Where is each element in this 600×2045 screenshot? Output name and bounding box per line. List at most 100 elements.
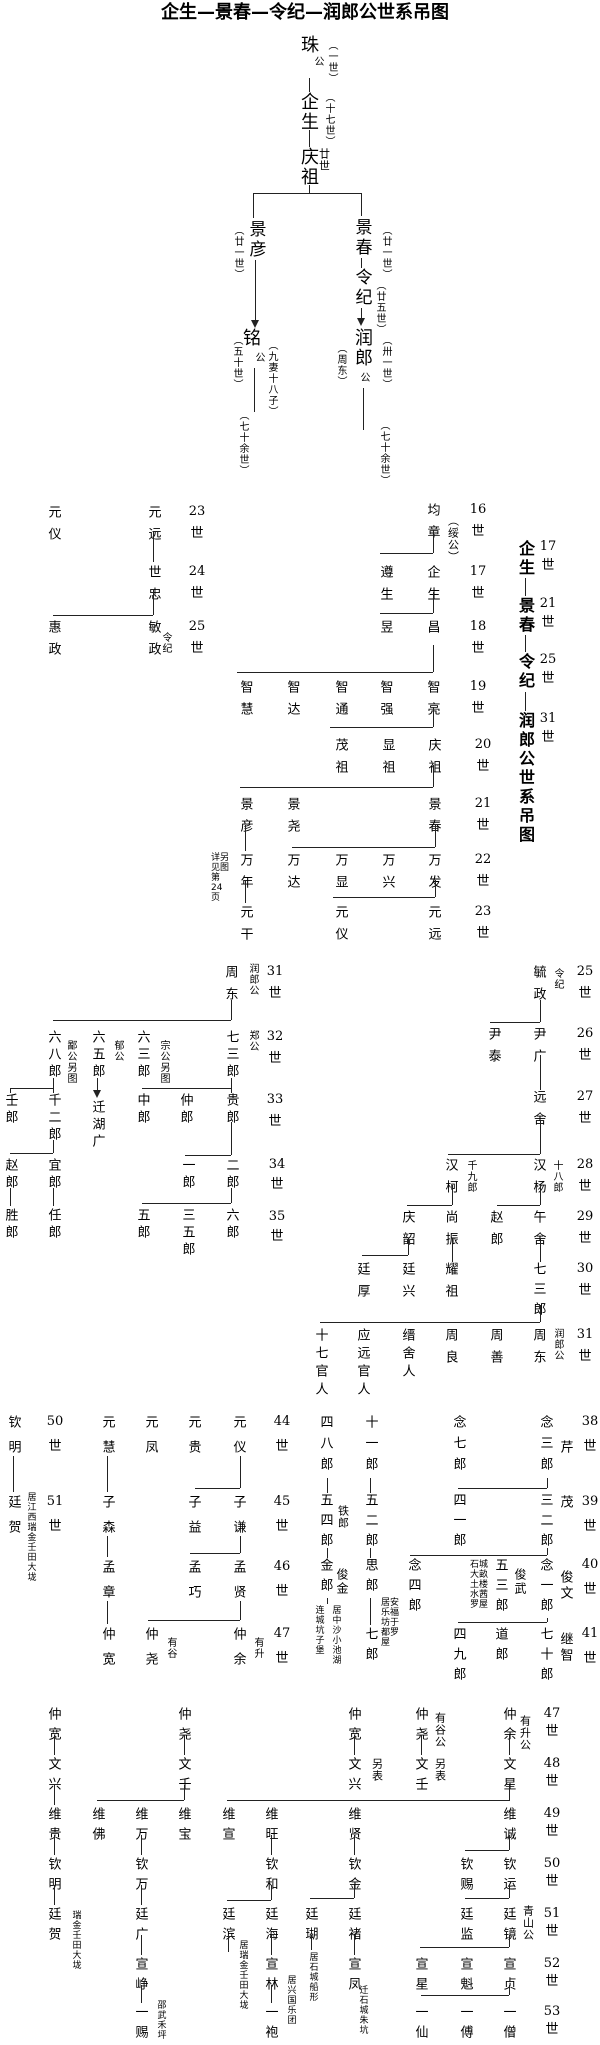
connector-line [190, 1553, 240, 1554]
title-column: 润郎公世系吊图 [516, 712, 535, 845]
person-node: 铭 [240, 328, 261, 348]
generation-suffix: 世 [578, 986, 592, 1001]
person-node: 智亮 [424, 680, 440, 724]
connector-line [141, 1985, 142, 2003]
person-node: 宣凤 [345, 1957, 361, 1997]
annotation: 廿世 [317, 148, 331, 172]
generation-suffix: 世 [471, 641, 485, 656]
person-node: 廷褚 [345, 1907, 361, 1947]
person-node: 智通 [332, 680, 348, 724]
person-node: 文兴 [345, 1757, 361, 1797]
generation-suffix: 世 [190, 641, 204, 656]
connector-line [185, 1155, 231, 1156]
person-node: 二郎 [223, 1158, 239, 1192]
generation-number: 26 [576, 1026, 594, 1041]
person-node: 俊文 [557, 1570, 573, 1602]
connector-line [54, 1885, 55, 1905]
connector-line [540, 1000, 541, 1022]
connector-line [153, 532, 154, 562]
connector-line [452, 1238, 453, 1262]
connector-line [309, 78, 310, 92]
person-node: 中郎 [134, 1093, 150, 1127]
person-node: 景彦 [245, 220, 266, 260]
generation-suffix: 世 [545, 1724, 559, 1739]
connector-line [452, 1185, 453, 1205]
person-node: 文星 [500, 1757, 516, 1797]
generation-number: 46 [273, 1559, 291, 1574]
generation-number: 31 [266, 964, 284, 979]
person-node: 尹泰 [485, 1027, 501, 1071]
generation-number: 47 [273, 1626, 291, 1641]
connector-line [245, 880, 246, 903]
generation-suffix: 世 [275, 1651, 289, 1666]
connector-line [354, 1885, 355, 1898]
generation-number: 30 [576, 1261, 594, 1276]
person-node: 周善 [487, 1328, 503, 1372]
generation-number: 48 [543, 1756, 561, 1771]
connector-line [547, 1618, 548, 1622]
person-node: 孟贤 [230, 1560, 246, 1610]
person-node: 念七郎 [450, 1415, 466, 1478]
annotation: 令纪 [160, 632, 171, 654]
person-node: 远舍 [530, 1090, 546, 1134]
connector-line [354, 1735, 355, 1755]
connector-line [237, 672, 433, 673]
annotation: （绥公） [446, 515, 460, 563]
connector-line [10, 1088, 11, 1093]
annotation: 铁郎 [336, 1505, 350, 1529]
connector-line [407, 1205, 452, 1206]
connector-line [271, 1985, 272, 2003]
connector-line [292, 847, 435, 848]
annotation-line: 居安 [381, 1598, 400, 1608]
connector-line [509, 1835, 510, 1850]
generation-number: 23 [188, 504, 206, 519]
person-node: 景尧 [284, 797, 300, 841]
connector-line [509, 1985, 510, 1995]
connector-line [370, 1548, 371, 1558]
annotation: 俊金 [335, 1568, 349, 1596]
annotation: 润郎公 [247, 963, 258, 996]
person-node: 钦和 [262, 1857, 278, 1897]
annotation: 居瑞金壬田大垅 [237, 1940, 248, 2010]
annotation: 另表 [370, 1758, 384, 1782]
person-node: 庆祖 [298, 147, 319, 187]
generation-number: 29 [576, 1209, 594, 1224]
person-node: 景春 [351, 218, 372, 258]
generation-suffix: 世 [471, 701, 485, 716]
person-node: 一郎 [179, 1158, 195, 1192]
generation-suffix: 世 [578, 1179, 592, 1194]
person-node: 周东 [222, 965, 238, 1009]
annotation: （一世） [326, 40, 337, 84]
connector-line [97, 1800, 184, 1801]
person-node: 廷厚 [354, 1262, 370, 1306]
annotation: （廿五世） [374, 280, 385, 335]
generation-suffix: 世 [578, 1111, 592, 1126]
generation-suffix: 世 [578, 1283, 592, 1298]
connector-line [410, 1555, 547, 1556]
person-node: 五四郎 [317, 1493, 333, 1553]
generation-number: 50 [543, 1856, 561, 1871]
generation-number: 22 [474, 852, 492, 867]
annotation-line: 页 [211, 893, 221, 903]
person-node: 惠政 [45, 620, 61, 664]
generation-number: 21 [474, 796, 492, 811]
connector-line [148, 1620, 240, 1621]
person-node: 毓政 [530, 965, 546, 1009]
person-node: 元远 [145, 505, 161, 549]
generation-number: 44 [273, 1414, 291, 1429]
generation-suffix: 世 [541, 671, 555, 686]
generation-number: 16 [469, 502, 487, 517]
person-node: 庆祖 [425, 738, 441, 782]
person-node: 遵生 [377, 565, 393, 609]
person-node: 庆韶 [399, 1210, 415, 1254]
connector-line [54, 1785, 55, 1805]
connector-line [142, 1088, 231, 1089]
connector-line [227, 1800, 510, 1801]
annotation-block: 居安乐福坊于都罗屋 [381, 1598, 399, 1648]
generation-number: 32 [266, 1029, 284, 1044]
person-node: 智强 [377, 680, 393, 724]
person-node: 子益 [185, 1495, 201, 1545]
generation-suffix: 世 [541, 615, 555, 630]
connector-line [54, 1835, 55, 1855]
